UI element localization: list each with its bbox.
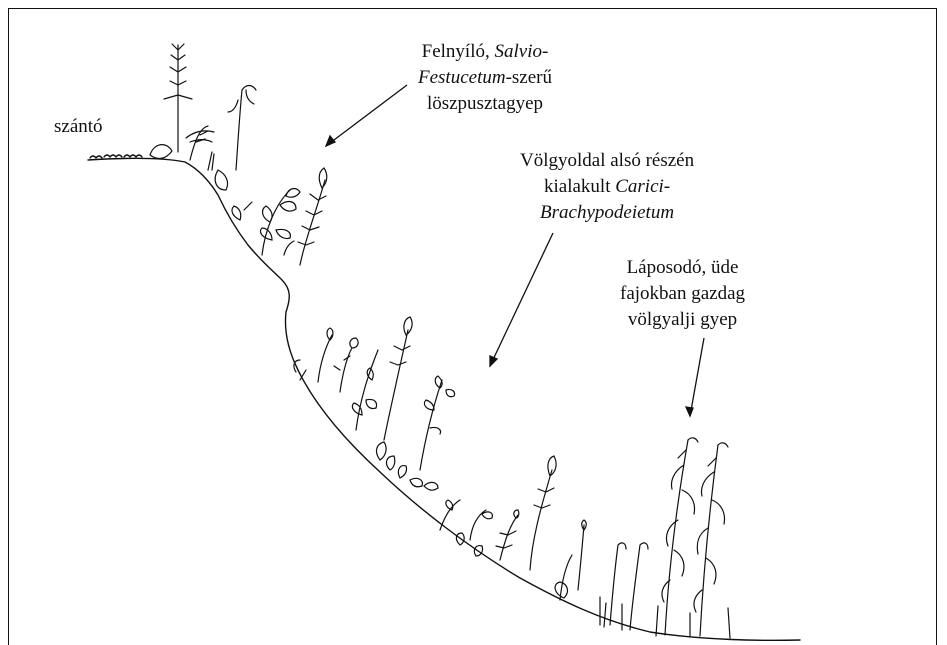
label-mid-line2: kialakult Carici- [520,174,694,200]
label-top-line3: löszpusztagyep [418,91,552,117]
label-top-line2: Festucetum-szerű [418,65,552,91]
arrow-top [326,85,407,146]
label-field: szántó [54,114,103,140]
label-field-text: szántó [54,116,103,137]
label-top-line1: Felnyíló, Salvio- [418,39,552,65]
arrow-bottom [690,338,704,416]
label-valley-side: Völgyoldal alsó részén kialakult Carici-… [520,148,694,226]
field-stones [90,155,142,158]
plants-lower-slope [440,456,648,630]
label-bottom-line1: Láposodó, üde [620,255,745,281]
label-valley-bottom: Láposodó, üde fajokban gazdag völgyalji … [620,255,745,333]
plants-top [150,44,256,190]
label-loess-grassland: Felnyíló, Salvio- Festucetum-szerű löszp… [418,39,552,117]
label-bottom-line2: fajokban gazdag [620,281,745,307]
label-bottom-line3: völgyalji gyep [620,307,745,333]
plants-upper-slope [232,168,327,265]
plants-valley-reeds [656,438,730,638]
label-mid-line3: Brachypodeietum [520,200,694,226]
arrow-middle [490,233,553,366]
label-mid-line1: Völgyoldal alsó részén [520,148,694,174]
annotation-arrows [326,85,704,416]
